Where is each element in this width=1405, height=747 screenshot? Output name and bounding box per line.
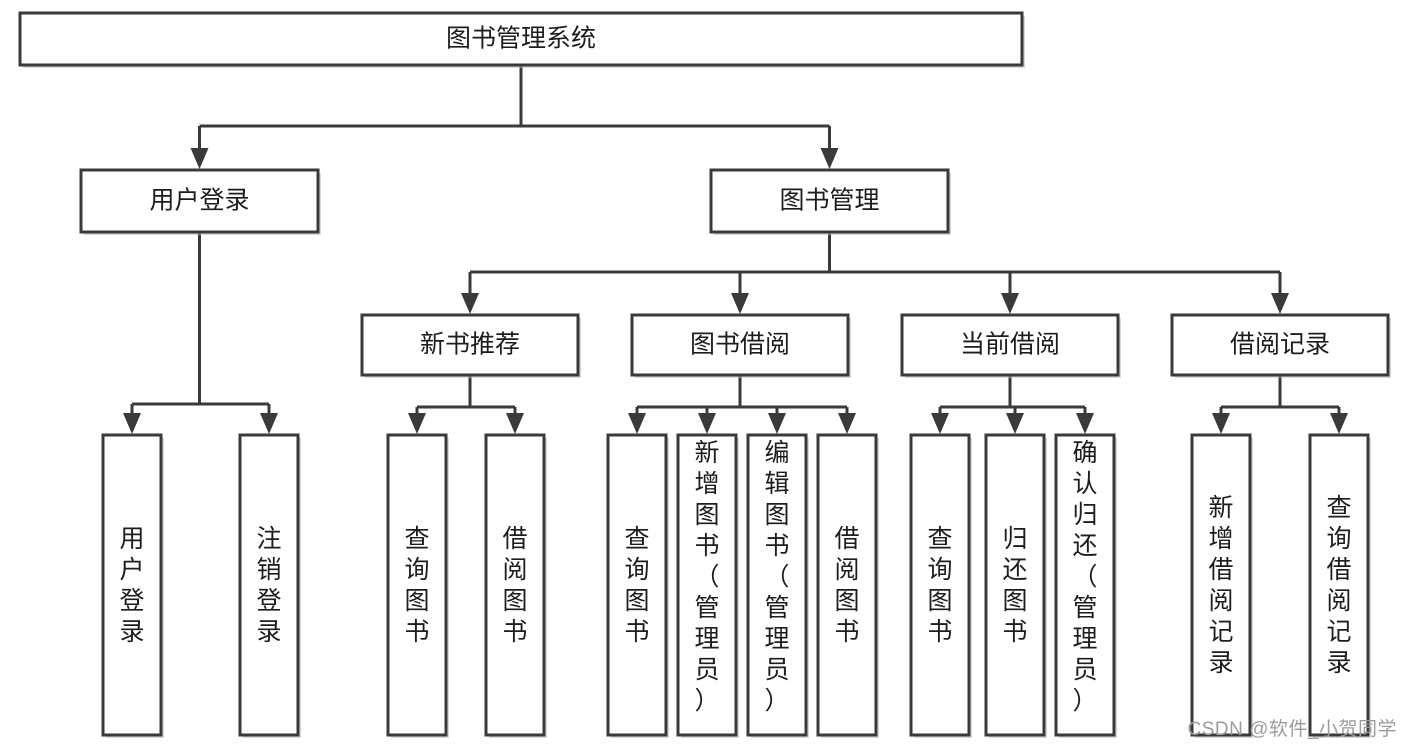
leaf-node-leaf-return-book[interactable]: 归还图书	[984, 433, 1047, 738]
node-label: 查询借阅记录	[1326, 494, 1351, 677]
box-outline	[101, 433, 163, 737]
node-label: 当前借阅	[960, 331, 1060, 359]
box-outline	[18, 11, 1024, 67]
arrowhead-icon	[260, 413, 278, 434]
arrowhead-icon	[1076, 413, 1094, 434]
box-outline	[900, 313, 1120, 377]
root-node-root[interactable]: 图书管理系统	[18, 11, 1025, 68]
arrowhead-icon	[461, 293, 479, 314]
node-label: 归还图书	[1002, 525, 1027, 646]
node-label: 新增图书（管理员）	[694, 439, 719, 715]
arrowhead-icon	[1330, 413, 1348, 434]
arrowhead-icon	[931, 413, 949, 434]
node-label: 查询图书	[927, 525, 952, 646]
leaf-node-leaf-logout[interactable]: 注销登录	[238, 433, 301, 738]
node-label: 新书推荐	[420, 331, 520, 359]
box-outline	[709, 168, 950, 234]
node-label: 编辑图书（管理员）	[764, 439, 789, 715]
level2-node-book-management[interactable]: 图书管理	[709, 168, 951, 235]
node-label: 新增借阅记录	[1208, 494, 1233, 677]
box-outline	[1170, 313, 1390, 377]
leaf-node-leaf-user-login[interactable]: 用户登录	[101, 433, 164, 738]
node-label: 查询图书	[404, 525, 429, 646]
box-outline	[606, 433, 668, 737]
box-outline	[909, 433, 971, 737]
node-label: 查询图书	[624, 525, 649, 646]
arrowhead-icon	[820, 148, 839, 169]
arrowhead-icon	[506, 413, 524, 434]
arrowhead-icon	[768, 413, 786, 434]
node-label: 用户登录	[119, 525, 144, 646]
box-outline	[238, 433, 300, 737]
leaf-node-leaf-borrow-book-2[interactable]: 借阅图书	[816, 433, 879, 738]
box-outline	[1308, 433, 1370, 737]
level3-node-book-borrow[interactable]: 图书借阅	[630, 313, 851, 378]
box-outline	[676, 433, 738, 737]
box-outline	[746, 433, 808, 737]
level3-node-current-borrow[interactable]: 当前借阅	[900, 313, 1121, 378]
arrowhead-icon	[1212, 413, 1230, 434]
arrowhead-icon	[1001, 293, 1019, 314]
arrowhead-icon	[838, 413, 856, 434]
leaf-node-leaf-query-book-3[interactable]: 查询图书	[909, 433, 972, 738]
level3-node-new-book-recommend[interactable]: 新书推荐	[360, 313, 581, 378]
leaf-node-leaf-borrow-book-1[interactable]: 借阅图书	[484, 433, 547, 738]
node-label: 图书管理系统	[446, 25, 596, 53]
box-outline	[816, 433, 878, 737]
level2-node-user-login[interactable]: 用户登录	[79, 168, 321, 235]
box-outline	[984, 433, 1046, 737]
box-outline	[360, 313, 580, 377]
node-label: 图书借阅	[690, 331, 790, 359]
box-outline	[386, 433, 448, 737]
node-layer: 图书管理系统用户登录图书管理新书推荐图书借阅当前借阅借阅记录用户登录注销登录查询…	[18, 11, 1391, 738]
arrowhead-icon	[1006, 413, 1024, 434]
node-label: 用户登录	[149, 187, 249, 215]
leaf-node-leaf-edit-book[interactable]: 编辑图书（管理员）	[746, 433, 809, 738]
leaf-node-leaf-query-book-1[interactable]: 查询图书	[386, 433, 449, 738]
connector-layer	[123, 65, 1348, 434]
box-outline	[1054, 433, 1116, 737]
leaf-node-leaf-query-record[interactable]: 查询借阅记录	[1308, 433, 1371, 738]
watermark-text: CSDN @软件_小贺同学	[1187, 719, 1397, 740]
arrowhead-icon	[123, 413, 141, 434]
box-outline	[630, 313, 850, 377]
node-label: 图书管理	[779, 187, 879, 215]
node-label: 借阅图书	[834, 525, 859, 646]
leaf-node-leaf-add-book[interactable]: 新增图书（管理员）	[676, 433, 739, 738]
arrowhead-icon	[731, 293, 749, 314]
leaf-node-leaf-confirm-return[interactable]: 确认归还（管理员）	[1054, 433, 1117, 738]
box-outline	[79, 168, 320, 234]
node-label: 注销登录	[256, 525, 281, 646]
leaf-node-leaf-add-record[interactable]: 新增借阅记录	[1190, 433, 1253, 738]
arrowhead-icon	[698, 413, 716, 434]
box-outline	[1190, 433, 1252, 737]
node-label: 借阅记录	[1230, 331, 1330, 359]
level3-node-borrow-record[interactable]: 借阅记录	[1170, 313, 1391, 378]
leaf-node-leaf-query-book-2[interactable]: 查询图书	[606, 433, 669, 738]
box-outline	[484, 433, 546, 737]
node-label: 确认归还（管理员）	[1072, 439, 1097, 715]
arrowhead-icon	[408, 413, 426, 434]
node-label: 借阅图书	[502, 525, 527, 646]
arrowhead-icon	[190, 148, 209, 169]
arrowhead-icon	[628, 413, 646, 434]
arrowhead-icon	[1271, 293, 1289, 314]
